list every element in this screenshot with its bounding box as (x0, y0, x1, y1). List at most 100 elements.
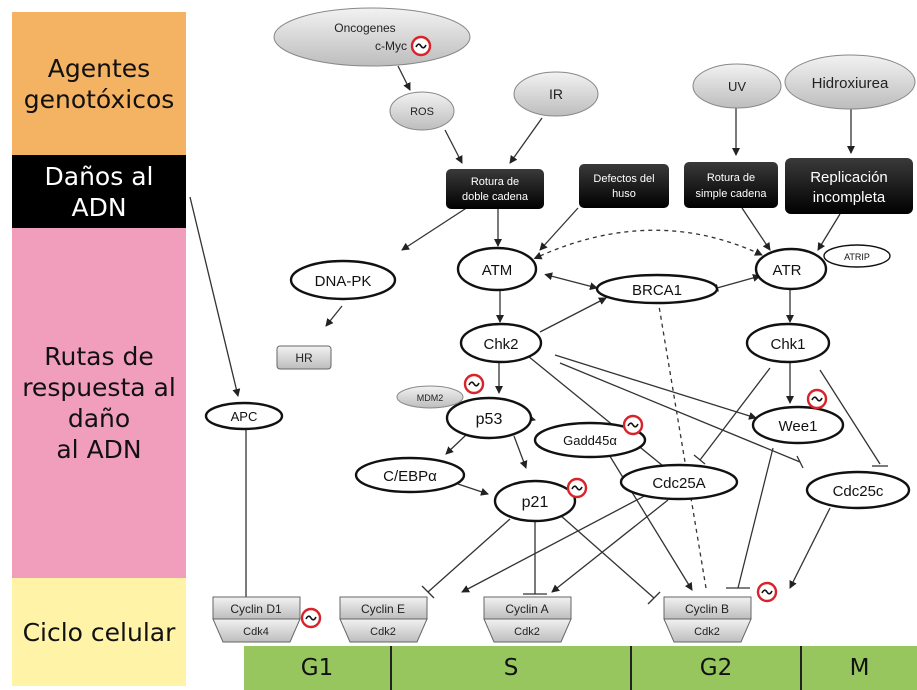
node-apc: APC (204, 401, 284, 431)
oncogenes-label: Oncogenes (334, 21, 395, 35)
dashed-brca1-cyclin-b (657, 299, 707, 589)
oscillation-icon (756, 581, 778, 603)
inhibit-bar (796, 455, 804, 469)
inhibit-chk1-cdc25c (819, 369, 881, 465)
phase-s: S (503, 655, 519, 681)
hidroxiurea-label: Hidroxiurea (812, 75, 889, 92)
box-text: Rotura de (707, 172, 755, 184)
band-text: daño (67, 404, 131, 433)
ros-label: ROS (410, 106, 434, 118)
node-hidroxiurea: Hidroxiurea (784, 54, 916, 110)
node-label: APC (231, 409, 258, 424)
node-label: C/EBPα (383, 468, 437, 485)
box-rotura-simple-cadena: Rotura de simple cadena (684, 162, 778, 208)
arrow-gadd45-cyclin-b (599, 439, 693, 591)
node-label: p21 (522, 494, 549, 511)
arrow-replication-atr (817, 213, 841, 251)
oscillation-icon (566, 477, 588, 499)
oscillation-icon (300, 607, 322, 629)
arrow-ir-dsb (509, 117, 543, 164)
band-danos-adn: Daños al ADN (12, 155, 186, 228)
inhibit-chk2-cdc25c (559, 362, 801, 463)
arrow-atm-atr-dashed (533, 229, 763, 260)
phase-divider (390, 646, 392, 690)
cyclin-label: Cyclin B (685, 602, 729, 616)
inhibit-chk1-cdc25a (699, 367, 771, 461)
band-text: respuesta al (22, 373, 176, 402)
pathway-connectors (189, 65, 888, 605)
arrow-dsb-dnapk (401, 206, 469, 251)
oscillation-icon (410, 35, 432, 57)
node-label: Chk2 (483, 336, 518, 353)
node-p53: p53 (445, 396, 533, 440)
band-text: Daños al (44, 161, 154, 191)
node-label: BRCA1 (632, 282, 682, 299)
box-text: Defectos del (593, 173, 654, 185)
arrow-p53-p21 (513, 435, 528, 469)
complex-cyclin-e-cdk2: Cyclin E Cdk2 (339, 596, 428, 643)
box-replicacion-incompleta: Replicación incompleta (785, 158, 913, 214)
node-label: ATR (773, 262, 802, 279)
node-label: Gadd45α (563, 433, 617, 448)
arrow-brca1-atr (710, 274, 761, 292)
arrow-spindle-atm (539, 207, 579, 251)
phase-g1: G1 (300, 655, 334, 681)
box-text: doble cadena (462, 191, 529, 203)
arrow-oncogenes-ros (397, 65, 411, 91)
node-cebpa: C/EBPα (354, 456, 466, 494)
band-agentes-genotoxicos: Agentes genotóxicos (12, 12, 186, 155)
node-cdc25a: Cdc25A (619, 463, 739, 501)
node-chk2: Chk2 (459, 322, 543, 364)
oscillation-icon (806, 388, 828, 410)
arrow-cdc25a-cyclin-e (461, 491, 653, 593)
node-label: p53 (476, 411, 503, 428)
node-label: DNA-PK (315, 273, 372, 290)
box-rotura-doble-cadena: Rotura de doble cadena (446, 169, 544, 209)
complex-cyclin-b-cdk2: Cyclin B Cdk2 (663, 596, 752, 643)
inhibit-bar (647, 591, 661, 605)
band-text: al ADN (56, 435, 142, 464)
arrow-ros-dsb (444, 129, 463, 164)
arrow-cebpa-p21 (457, 483, 489, 496)
arrow-cdc25c-cyclin-b (789, 507, 831, 589)
node-atr: ATR (754, 247, 828, 291)
arrow-chk2-wee1 (554, 354, 757, 420)
band-text: genotóxicos (23, 84, 175, 114)
node-wee1: Wee1 (751, 405, 845, 445)
node-label: Cdc25c (833, 483, 884, 500)
complex-cyclin-a-cdk2: Cyclin A Cdk2 (483, 596, 572, 643)
band-text: Agentes (47, 53, 151, 83)
cyclin-label: Cyclin D1 (230, 602, 282, 616)
complex-cyclin-d1-cdk4: Cyclin D1 Cdk4 (212, 596, 301, 643)
inhibit-bar (421, 585, 435, 599)
inhibit-p21-cyclin-e (427, 518, 511, 593)
arrow-damage-apc (189, 196, 241, 397)
node-ir: IR (513, 71, 599, 117)
arrow-p53-cebpa (445, 434, 467, 455)
cyclin-label: Cyclin E (361, 602, 405, 616)
arrow-ssb-atr (741, 207, 771, 251)
band-text: Ciclo celular (22, 617, 176, 647)
oscillation-icon (622, 414, 644, 436)
node-label: Wee1 (779, 418, 818, 435)
band-text: ADN (71, 192, 127, 222)
box-defectos-huso: Defectos del huso (579, 164, 669, 208)
node-p21: p21 (493, 479, 577, 523)
inhibit-bar (693, 454, 706, 465)
node-chk1: Chk1 (745, 322, 831, 364)
node-dna-pk: DNA-PK (289, 259, 397, 301)
cyclin-label: Cyclin A (505, 602, 548, 616)
arrow-dnapk-hr (325, 305, 343, 327)
node-label: Cdc25A (652, 475, 705, 492)
pathway-nodes: DNA-PK ATM BRCA1 ATR ATRIP Chk2 Chk1 p5 (204, 244, 911, 523)
node-cdc25c: Cdc25c (805, 470, 911, 510)
node-label: MDM2 (417, 393, 444, 403)
oscillation-markers (300, 35, 828, 629)
inhibit-p21-cyclin-b (559, 514, 655, 599)
cdk-label: Cdk4 (243, 626, 269, 638)
arrow-atm-brca1 (544, 272, 598, 291)
box-text: huso (612, 188, 636, 200)
box-text: Replicación (810, 169, 888, 186)
oscillation-icon (463, 373, 485, 395)
